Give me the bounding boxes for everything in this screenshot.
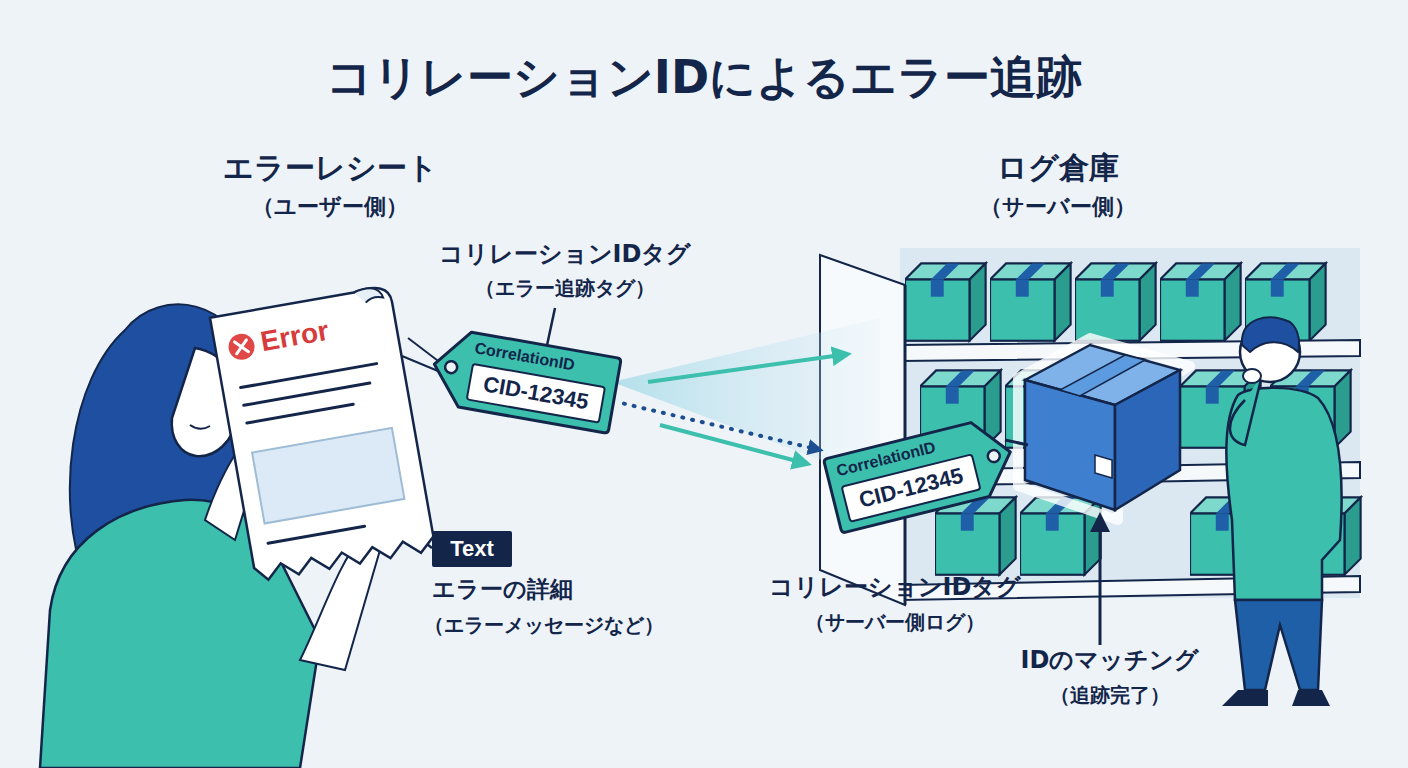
text-label: （ユーザー側） xyxy=(252,194,408,220)
text-label: （追跡完了） xyxy=(1050,683,1170,707)
text-label: エラーレシート xyxy=(223,150,438,186)
shelf xyxy=(820,248,1361,605)
text-label: （エラーメッセージなど） xyxy=(424,613,664,637)
matched-box xyxy=(1005,338,1190,520)
text-label: （サーバー側ログ） xyxy=(805,610,985,634)
text-label: エラーの詳細 xyxy=(432,576,573,604)
match-arrow xyxy=(1090,512,1110,645)
text-label: コリレーションIDタグ xyxy=(439,240,692,269)
correlation-tag: CorrelationIDCID-12345 xyxy=(424,322,624,437)
text-label: ログ倉庫 xyxy=(997,150,1119,186)
tracking-connector xyxy=(624,404,821,451)
title: コリレーションIDによるエラー追跡 xyxy=(0,50,1408,105)
text-label: コリレーションIDタグ xyxy=(769,573,1022,602)
text-label: IDのマッチング xyxy=(1021,646,1200,675)
text-label: （サーバー側） xyxy=(980,194,1136,220)
error-receipt: Error xyxy=(205,278,442,592)
text-label: （エラー追跡タグ） xyxy=(475,276,655,300)
correlation-tag: CorrelationIDCID-12345 xyxy=(821,411,1024,538)
text-badge: Text xyxy=(432,531,512,567)
node-text: Text xyxy=(432,531,512,567)
engineer-figure xyxy=(1222,317,1342,706)
